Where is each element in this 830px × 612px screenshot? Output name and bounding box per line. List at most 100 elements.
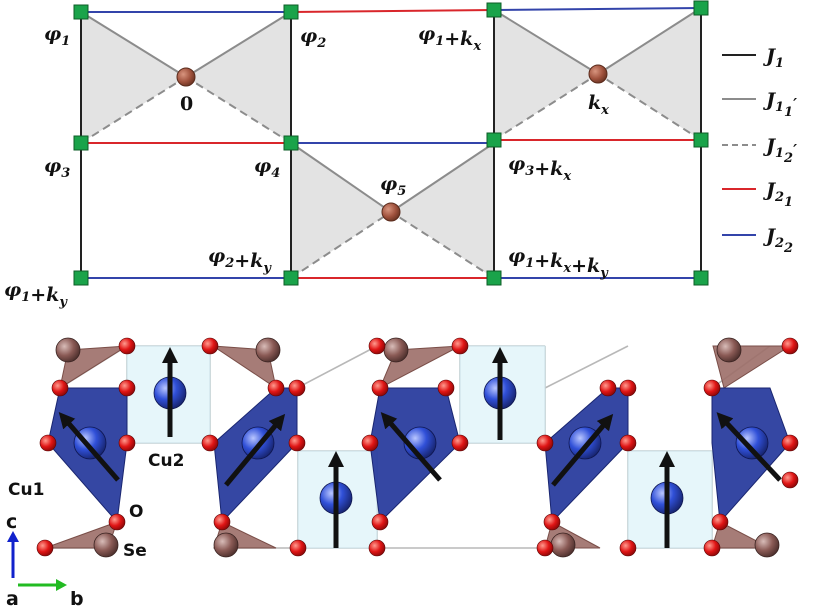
label-center-0: 0 bbox=[180, 93, 193, 115]
label-center-kx: kx bbox=[588, 92, 609, 118]
axis-label-c: c bbox=[6, 511, 17, 533]
spin-arrows bbox=[58, 346, 782, 548]
legend-label-j11: J11′ bbox=[763, 89, 797, 120]
spin-arrow bbox=[58, 411, 120, 482]
label-phi1-kx-ky: φ1+kx+ky bbox=[508, 245, 609, 281]
exchange-lattice: φ1 φ2 φ1+kx φ3 φ4 φ3+kx φ5 φ2+ky φ1+kx+k… bbox=[4, 0, 797, 310]
o-atom bbox=[619, 379, 637, 397]
o-atom bbox=[703, 379, 721, 397]
se-atom bbox=[383, 337, 409, 363]
o-atom bbox=[288, 379, 306, 397]
center-site-kx bbox=[588, 64, 608, 84]
o-atoms bbox=[36, 337, 799, 557]
site-phi1 bbox=[73, 4, 89, 20]
site-mid-right bbox=[693, 132, 709, 148]
corner-sites bbox=[73, 0, 709, 286]
legend: J1 J11′ J12′ J21 J22 bbox=[722, 45, 797, 256]
spin-arrow bbox=[551, 413, 614, 487]
o-atom bbox=[368, 539, 386, 557]
o-atom bbox=[118, 337, 136, 355]
o-atom bbox=[108, 513, 126, 531]
label-cu1: Cu1 bbox=[8, 480, 44, 500]
o-atom bbox=[368, 337, 386, 355]
se-atom bbox=[255, 337, 281, 363]
o-atom bbox=[703, 539, 721, 557]
o-atom bbox=[39, 434, 57, 452]
site-labels: φ1 φ2 φ1+kx φ3 φ4 φ3+kx φ5 φ2+ky φ1+kx+k… bbox=[4, 23, 609, 310]
label-se: Se bbox=[123, 541, 147, 561]
o-atom bbox=[781, 337, 799, 355]
o-atom bbox=[437, 379, 455, 397]
spin-arrow bbox=[224, 413, 286, 487]
site-top-right bbox=[693, 0, 709, 16]
label-o: O bbox=[129, 502, 143, 522]
se-atom bbox=[213, 532, 239, 558]
label-phi2: φ2 bbox=[300, 25, 326, 51]
legend-label-j12: J12′ bbox=[763, 135, 797, 166]
o-atom bbox=[201, 434, 219, 452]
legend-label-j21: J21 bbox=[763, 179, 793, 210]
label-phi1-kx: φ1+kx bbox=[418, 23, 481, 54]
o-atom bbox=[619, 539, 637, 557]
center-sites bbox=[176, 64, 608, 222]
spin-arrow bbox=[716, 412, 782, 482]
site-bottom-right bbox=[693, 270, 709, 286]
site-phi3 bbox=[73, 135, 89, 151]
legend-item-j12: J12′ bbox=[722, 135, 797, 166]
site-phi2-ky bbox=[283, 270, 299, 286]
o-atom bbox=[288, 434, 306, 452]
se-atom bbox=[754, 532, 780, 558]
cu1-atom bbox=[735, 426, 769, 460]
o-atom bbox=[451, 337, 469, 355]
o-atom bbox=[543, 513, 561, 531]
axis-triad: c a b bbox=[6, 511, 84, 610]
center-site-0 bbox=[176, 67, 196, 87]
o-atom bbox=[36, 539, 54, 557]
o-atom bbox=[289, 539, 307, 557]
j12-bonds bbox=[80, 73, 702, 279]
label-phi2-ky: φ2+ky bbox=[208, 245, 272, 276]
axis-label-a: a bbox=[6, 588, 19, 610]
center-site-phi5 bbox=[381, 202, 401, 222]
o-atom bbox=[371, 379, 389, 397]
o-atom bbox=[619, 434, 637, 452]
legend-item-j11: J11′ bbox=[722, 89, 797, 120]
se-atoms bbox=[55, 337, 780, 558]
o-atom bbox=[213, 513, 231, 531]
o-atom bbox=[451, 434, 469, 452]
legend-label-j22: J22 bbox=[763, 225, 793, 256]
site-phi3-kx bbox=[486, 132, 502, 148]
plaquette-shading bbox=[81, 8, 701, 278]
o-atom bbox=[536, 434, 554, 452]
label-phi1-ky: φ1+ky bbox=[4, 279, 68, 310]
legend-item-j21: J21 bbox=[722, 179, 793, 210]
o-atom bbox=[711, 513, 729, 531]
o-atom bbox=[361, 434, 379, 452]
se-atom bbox=[55, 337, 81, 363]
o-atom bbox=[201, 337, 219, 355]
se-atom bbox=[93, 532, 119, 558]
site-phi1-kx-ky bbox=[486, 270, 502, 286]
o-atom bbox=[118, 379, 136, 397]
label-phi1: φ1 bbox=[44, 23, 70, 49]
se-atom bbox=[716, 337, 742, 363]
label-phi3-kx: φ3+kx bbox=[508, 153, 571, 184]
o-atom bbox=[781, 434, 799, 452]
j22-bonds bbox=[81, 7, 702, 279]
j21-bonds bbox=[81, 9, 701, 279]
j11-bonds bbox=[80, 7, 702, 213]
label-phi4: φ4 bbox=[254, 155, 280, 181]
o-atom bbox=[536, 539, 554, 557]
site-phi2 bbox=[283, 4, 299, 20]
site-phi1-ky bbox=[73, 270, 89, 286]
se-atom bbox=[550, 532, 576, 558]
axis-label-b: b bbox=[70, 588, 84, 610]
o-atom bbox=[599, 379, 617, 397]
site-phi4 bbox=[283, 135, 299, 151]
o-atom bbox=[118, 434, 136, 452]
legend-item-j1: J1 bbox=[722, 45, 784, 71]
o-atom bbox=[51, 379, 69, 397]
o-atom bbox=[267, 379, 285, 397]
site-phi1-kx bbox=[486, 2, 502, 18]
